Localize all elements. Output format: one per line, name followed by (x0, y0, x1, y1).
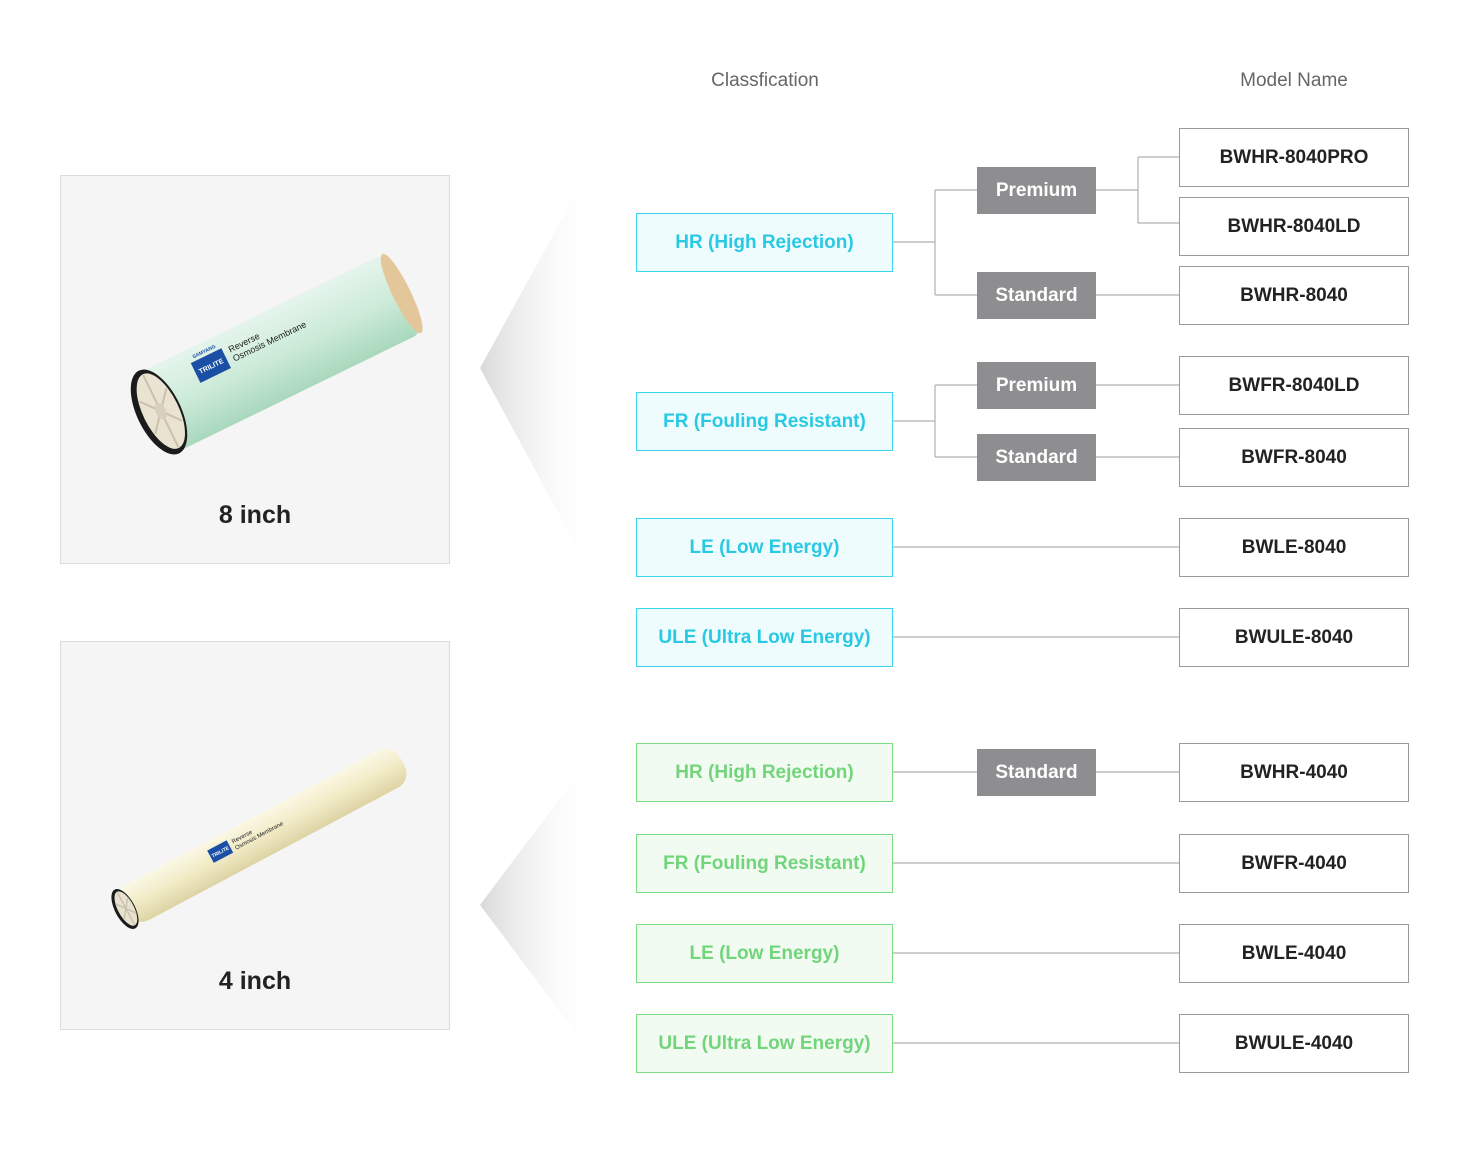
size-label-4inch: 4 inch (218, 967, 292, 995)
class-ule-4inch: ULE (Ultra Low Energy) (636, 1014, 893, 1073)
connector-hr8-premium (1096, 156, 1180, 224)
model-bwle-8040: BWLE-8040 (1179, 518, 1409, 577)
size-label-8inch: 8 inch (218, 501, 292, 529)
class-hr-4inch: HR (High Rejection) (636, 743, 893, 802)
wedge-8inch (480, 150, 600, 590)
tier-hr8-premium: Premium (977, 167, 1096, 214)
membrane-4inch-image: TRILITE Reverse Osmosis Membrane (111, 748, 407, 929)
tier-fr8-premium: Premium (977, 362, 1096, 409)
class-le-8inch: LE (Low Energy) (636, 518, 893, 577)
model-bwhr-8040ld: BWHR-8040LD (1179, 197, 1409, 256)
wedge-4inch (480, 745, 600, 1065)
class-hr-8inch: HR (High Rejection) (636, 213, 893, 272)
model-bwle-4040: BWLE-4040 (1179, 924, 1409, 983)
model-bwhr-8040: BWHR-8040 (1179, 266, 1409, 325)
class-ule-8inch: ULE (Ultra Low Energy) (636, 608, 893, 667)
connector-hr8-branch (893, 189, 977, 296)
tier-fr8-standard: Standard (977, 434, 1096, 481)
tier-hr8-standard: Standard (977, 272, 1096, 319)
tier-hr4-standard: Standard (977, 749, 1096, 796)
model-bwule-8040: BWULE-8040 (1179, 608, 1409, 667)
model-name-header: Model Name (1240, 70, 1348, 91)
model-bwfr-8040ld: BWFR-8040LD (1179, 356, 1409, 415)
membrane-8inch-image: TRILITE SAMYANG Reverse Osmosis Membrane (130, 253, 423, 455)
model-bwfr-4040: BWFR-4040 (1179, 834, 1409, 893)
classification-header: Classfication (711, 70, 819, 91)
model-bwfr-8040: BWFR-8040 (1179, 428, 1409, 487)
model-bwhr-8040pro: BWHR-8040PRO (1179, 128, 1409, 187)
model-bwule-4040: BWULE-4040 (1179, 1014, 1409, 1073)
class-fr-8inch: FR (Fouling Resistant) (636, 392, 893, 451)
product-panel-8inch: TRILITE SAMYANG Reverse Osmosis Membrane… (60, 175, 450, 564)
class-le-4inch: LE (Low Energy) (636, 924, 893, 983)
class-fr-4inch: FR (Fouling Resistant) (636, 834, 893, 893)
connector-fr8-branch (893, 384, 977, 458)
product-panel-4inch: TRILITE Reverse Osmosis Membrane 4 inch (60, 641, 450, 1030)
model-bwhr-4040: BWHR-4040 (1179, 743, 1409, 802)
